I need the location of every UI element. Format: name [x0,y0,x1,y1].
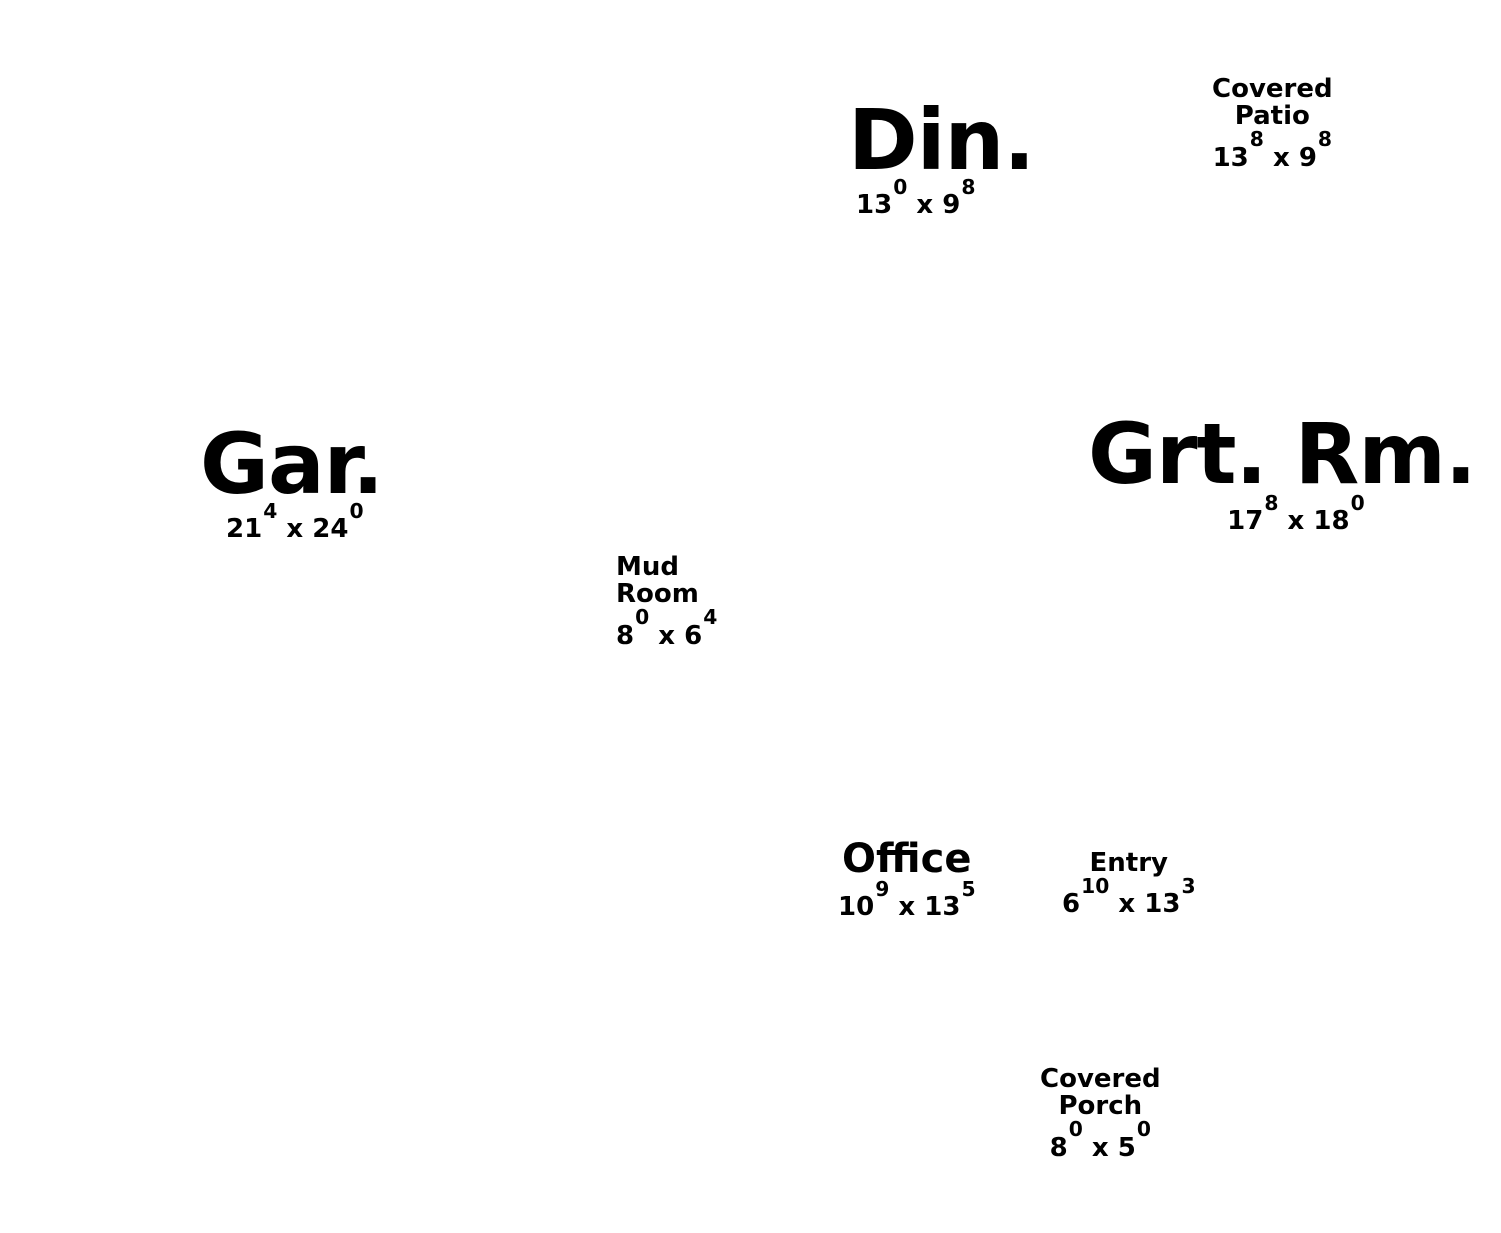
width-feet: 8 [616,620,635,651]
room-name-line-1: Covered [1212,74,1333,104]
width-feet: 13 [1212,142,1249,173]
dimension-separator: x [898,892,916,922]
room-name-line-2: Porch [1058,1091,1143,1122]
depth-inches: 8 [1317,127,1333,152]
depth-feet: 6 [684,620,703,651]
width-feet: 8 [1049,1132,1068,1163]
width-inches: 0 [635,605,650,630]
depth-inches: 0 [349,498,364,523]
depth-feet: 13 [1144,889,1181,920]
room-name: Din. [848,91,1035,189]
depth-feet: 9 [942,190,961,221]
room-label-entry: Entry 610 x 133 [1062,848,1196,920]
depth-feet: 24 [312,514,349,545]
dimension-separator: x [658,620,676,651]
width-inches: 4 [263,498,278,523]
dimension-separator: x [916,190,934,221]
dimension-separator: x [286,514,304,545]
dimension-separator: x [1272,142,1290,173]
width-inches: 0 [893,174,908,199]
depth-inches: 0 [1350,490,1365,515]
width-inches: 0 [1068,1117,1083,1142]
depth-inches: 5 [961,876,976,901]
room-name-line-2: Room [616,579,699,610]
room-name: Grt. Rm. [1088,405,1477,503]
depth-feet: 5 [1117,1132,1136,1163]
depth-feet: 13 [924,892,961,922]
depth-inches: 4 [703,605,718,630]
room-name-line-1: Mud [616,552,679,582]
room-name-line-2: Patio [1234,101,1310,132]
room-dimensions: 109x 135 [838,879,976,922]
width-inches: 9 [875,876,890,901]
depth-inches: 0 [1136,1117,1151,1142]
room-label-garage: Gar. 214x 240 [200,415,384,545]
depth-inches: 3 [1181,874,1196,899]
room-name: Gar. [200,415,384,513]
room-dimensions: 214x 240 [226,501,364,545]
room-name: Office [842,836,972,882]
width-inches: 8 [1264,490,1279,515]
depth-feet: 18 [1313,506,1350,537]
room-dimensions: 178x 180 [1227,493,1365,537]
room-dimensions: 610 x 133 [1062,876,1196,920]
room-name: Entry [1089,848,1169,878]
width-feet: 21 [226,514,263,545]
width-inches: 10 [1081,874,1110,899]
width-inches: 8 [1249,127,1264,152]
width-feet: 17 [1227,506,1264,537]
width-feet: 6 [1062,889,1081,920]
room-label-great-room: Grt. Rm. 178x 180 [1088,405,1477,537]
room-name-line-1: Covered [1040,1064,1161,1094]
room-label-office: Office 109x 135 [838,838,976,920]
depth-feet: 9 [1298,142,1317,173]
width-feet: 13 [856,190,893,221]
width-feet: 10 [838,892,875,922]
dimension-separator: x [1287,506,1305,537]
dimension-separator: x [1118,889,1136,920]
depth-inches: 8 [961,174,976,199]
dimension-separator: x [1091,1132,1109,1163]
